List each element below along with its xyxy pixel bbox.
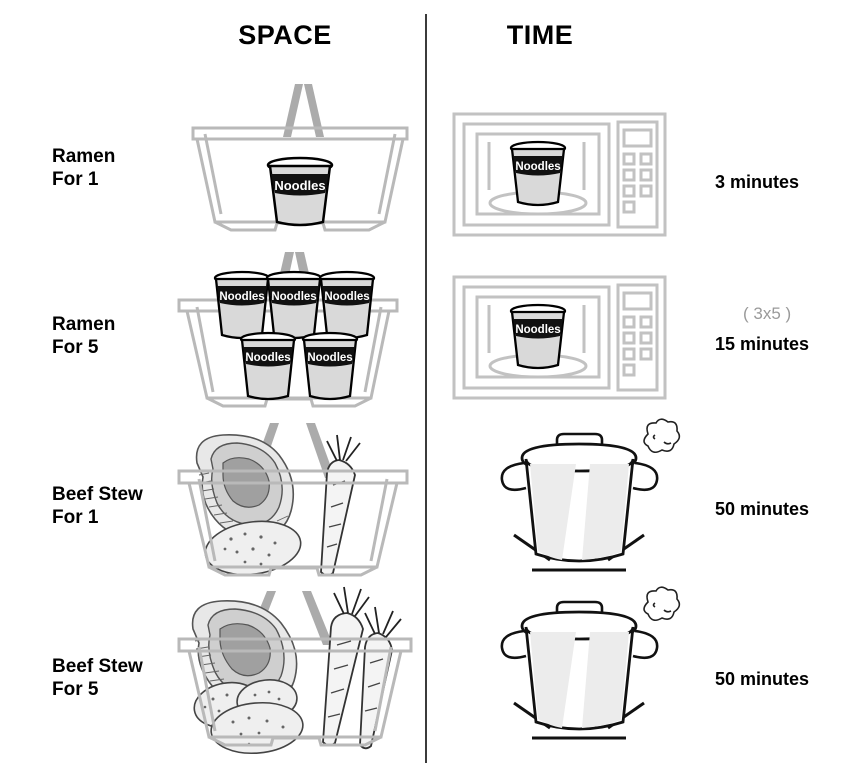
noodle-cup-icon: Noodles — [213, 270, 271, 340]
cup-brand-text: Noodles — [274, 178, 325, 193]
basket-beef-stew-for-1 — [175, 415, 425, 585]
time-value-ramen-for-5: 15 minutes — [715, 334, 810, 354]
cup-brand-text: Noodles — [271, 291, 316, 303]
cup-brand-text: Noodles — [307, 352, 352, 364]
column-header-time: TIME — [506, 20, 574, 50]
cup-brand-text: Noodles — [219, 291, 264, 303]
noodle-cup-icon: Noodles — [239, 331, 297, 401]
row-label-line1: Ramen — [52, 146, 116, 167]
row-label-ramen-for-1: Ramen For 1 — [52, 145, 115, 191]
row-label-ramen-for-5: Ramen For 5 — [52, 313, 115, 359]
noodle-cup-icon: Noodles — [301, 331, 359, 401]
row-label-line2: For 1 — [52, 169, 99, 190]
basket-ramen-for-1: Noodles — [185, 62, 415, 242]
steam-icon — [643, 418, 681, 454]
noodle-cup-icon: Noodles — [509, 140, 567, 207]
time-multiplier-ramen-for-5: ( 3x5 ) — [743, 304, 792, 323]
microwave-body — [452, 275, 667, 400]
row-label-beef-stew-for-5: Beef Stew For 5 — [52, 655, 143, 701]
microwave-ramen-for-1: Noodles — [452, 112, 667, 237]
basket-beef-stew-for-5 — [175, 583, 430, 755]
pot-beef-stew-for-5 — [478, 586, 683, 754]
carrot-greens — [326, 434, 361, 462]
pot-shade-left — [530, 632, 576, 728]
noodle-cup-icon: Noodles — [266, 156, 334, 227]
basket-body — [177, 637, 413, 747]
carrot-greens — [333, 586, 370, 617]
microwave-body — [452, 112, 667, 237]
time-value-beef-stew-for-5: 50 minutes — [715, 669, 810, 689]
pot-handle-right — [632, 461, 659, 492]
basket-ramen-for-5: Noodles Noodles Noodles Noodles — [175, 250, 420, 420]
row-label-line1: Beef Stew — [52, 656, 143, 677]
microwave-ramen-for-5: Noodles — [452, 275, 667, 400]
pot-shade-right — [582, 464, 629, 560]
basket-handle-icon — [283, 84, 324, 137]
pot-beef-stew-for-1 — [478, 418, 683, 586]
time-value-beef-stew-for-1: 50 minutes — [715, 499, 810, 519]
row-label-line1: Beef Stew — [52, 484, 143, 505]
carrot-greens — [364, 606, 402, 638]
row-label-line1: Ramen — [52, 314, 116, 335]
pot-handle-right — [632, 629, 659, 660]
basket-body — [177, 469, 409, 577]
row-label-beef-stew-for-1: Beef Stew For 1 — [52, 483, 143, 529]
pot-lid-handle — [555, 432, 604, 454]
noodle-cup-icon: Noodles — [265, 270, 323, 340]
cup-brand-text: Noodles — [515, 161, 560, 173]
cup-brand-text: Noodles — [515, 324, 560, 336]
row-label-line2: For 5 — [52, 337, 99, 358]
row-label-line2: For 5 — [52, 679, 99, 700]
potato-icon — [210, 701, 304, 755]
column-divider — [425, 14, 427, 763]
noodle-cup-icon: Noodles — [509, 303, 567, 370]
steam-icon — [643, 586, 681, 622]
cup-brand-text: Noodles — [324, 291, 369, 303]
row-label-line2: For 1 — [52, 507, 99, 528]
noodle-cup-icon: Noodles — [318, 270, 376, 340]
pot-lid-handle — [555, 600, 604, 622]
pot-handle-left — [500, 461, 527, 492]
pot-handle-left — [500, 629, 527, 660]
cup-brand-text: Noodles — [245, 352, 290, 364]
potato-eyes — [223, 532, 277, 566]
time-value-ramen-for-1: 3 minutes — [715, 172, 800, 192]
pot-shade-left — [530, 464, 576, 560]
column-header-space: SPACE — [238, 20, 332, 50]
pot-shade-right — [582, 632, 629, 728]
